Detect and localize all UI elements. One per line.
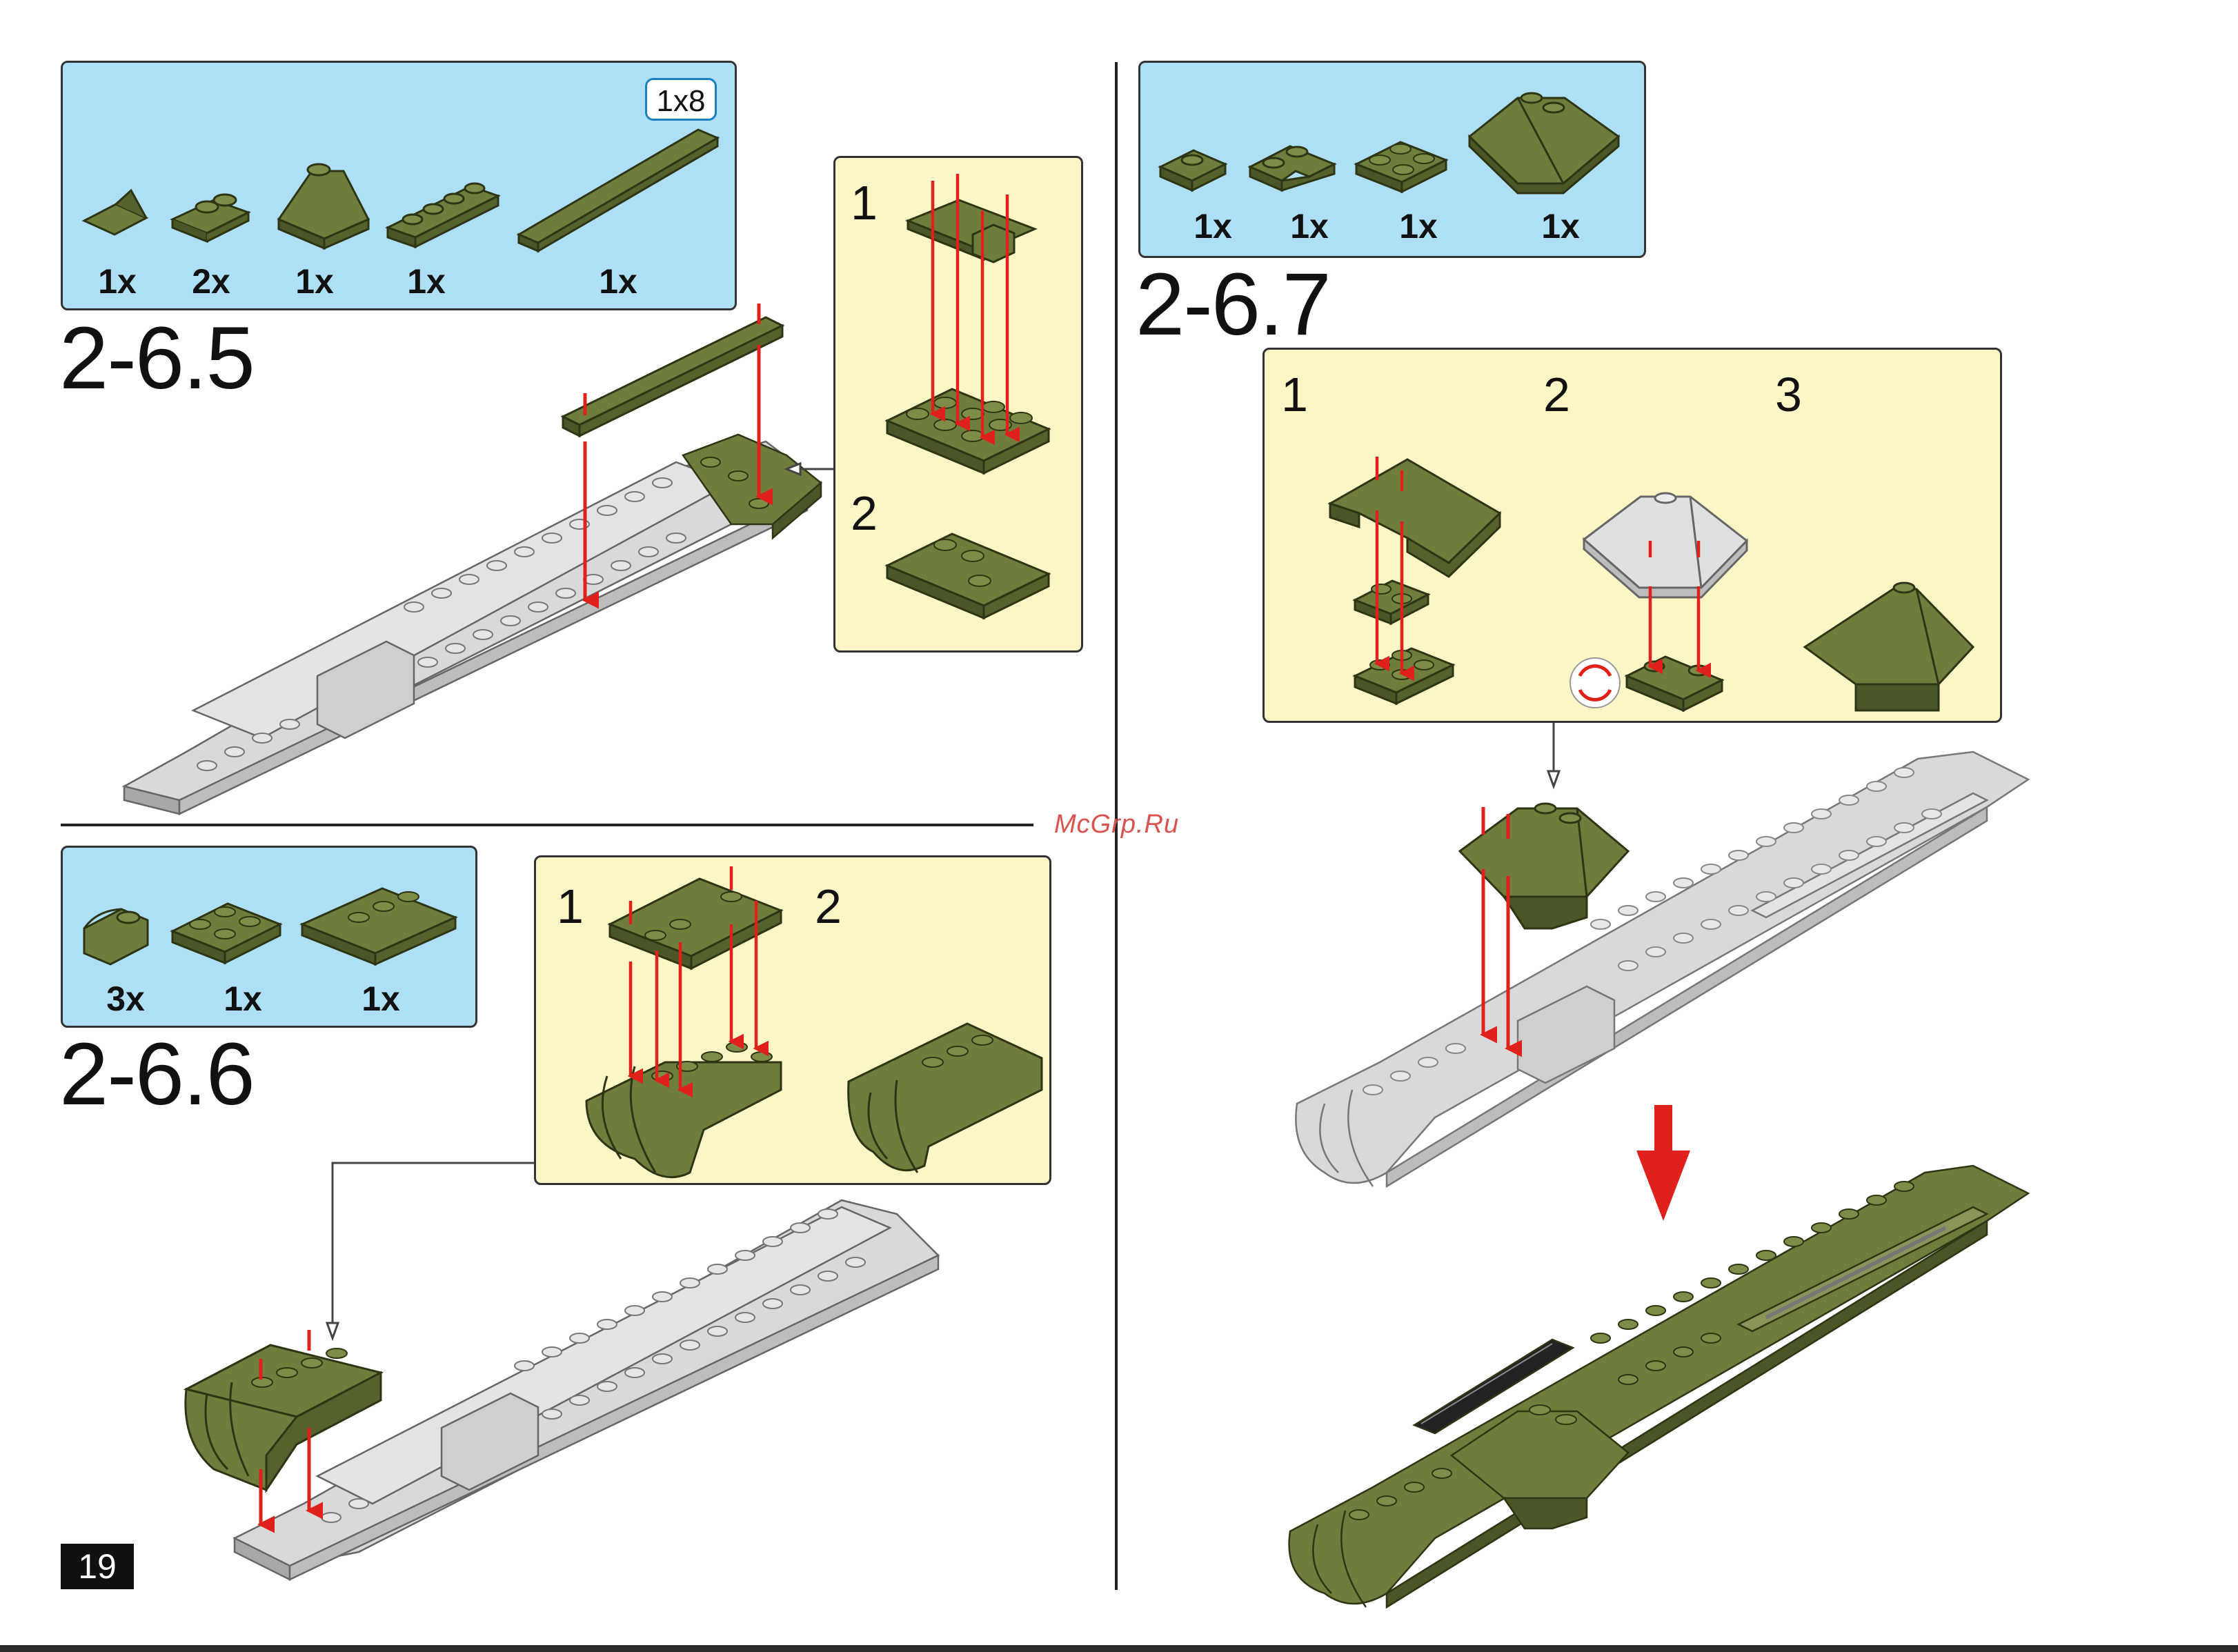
sub-drawing-2-6-7 xyxy=(1330,459,1973,710)
callout-line-2-6-6 xyxy=(327,1163,534,1338)
roof-placement-2-6-7 xyxy=(1460,804,1628,928)
model-2-6-5 xyxy=(124,435,821,814)
sub-drawing-2-6-5 xyxy=(887,200,1049,618)
callout-line-2-6-7 xyxy=(1548,723,1559,786)
sub-drawing-2-6-6 xyxy=(586,879,1042,1177)
model-2-6-7-after xyxy=(1289,1166,2028,1607)
big-down-arrow xyxy=(1636,1105,1690,1221)
part-icons-2-6-7 xyxy=(1160,93,1618,193)
model-2-6-6 xyxy=(186,1200,938,1580)
tile-1x8-placement xyxy=(563,317,782,436)
part-icons-2-6-6 xyxy=(84,888,455,964)
part-icons-2-6-5 xyxy=(84,130,717,251)
